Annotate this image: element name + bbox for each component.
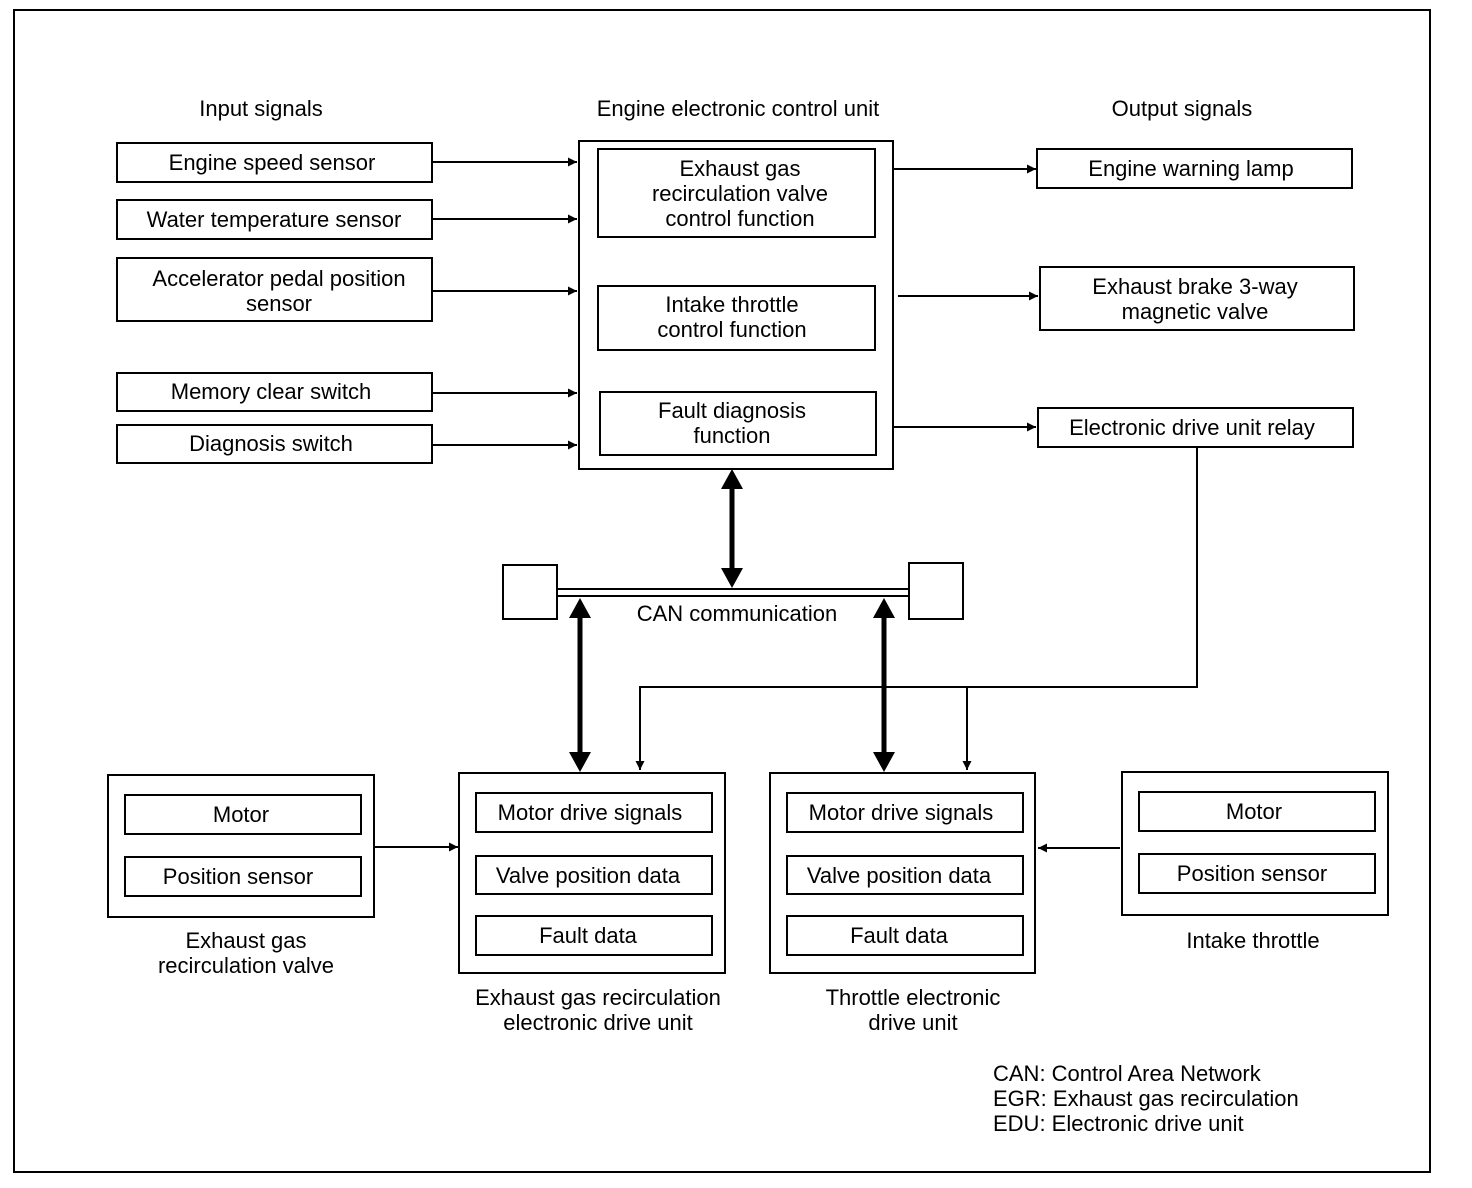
input-accelerator-pedal-sensor: Accelerator pedal position sensor [116, 257, 433, 322]
svg-text:Valve position data: Valve position data [496, 863, 681, 888]
egr-edu: Motor drive signals Valve position data … [458, 772, 726, 1035]
throttle-edu: Motor drive signals Valve position data … [769, 772, 1036, 1035]
egr-valve: Motor Position sensor Exhaust gas recirc… [107, 774, 375, 978]
svg-text:sensor: sensor [246, 291, 312, 316]
input-water-temperature-sensor: Water temperature sensor [116, 199, 433, 240]
svg-text:Intake throttle: Intake throttle [1186, 928, 1319, 953]
output-arrows [893, 164, 1038, 432]
svg-text:Exhaust gas recirculation: Exhaust gas recirculation [475, 985, 721, 1010]
svg-text:Electronic drive unit relay: Electronic drive unit relay [1069, 415, 1315, 440]
ecu-box: Exhaust gas recirculation valve control … [578, 140, 894, 470]
output-exhaust-brake-valve: Exhaust brake 3-way magnetic valve [1039, 266, 1355, 331]
intake-throttle: Motor Position sensor Intake throttle [1121, 771, 1389, 953]
svg-text:Accelerator pedal position: Accelerator pedal position [152, 266, 405, 291]
svg-text:function: function [693, 423, 770, 448]
ecu-heading: Engine electronic control unit [597, 96, 880, 121]
svg-text:Engine warning lamp: Engine warning lamp [1088, 156, 1293, 181]
svg-text:Motor: Motor [213, 802, 269, 827]
svg-text:Fault diagnosis: Fault diagnosis [658, 398, 806, 423]
svg-text:electronic drive unit: electronic drive unit [503, 1010, 693, 1035]
can-bus: CAN communication [502, 469, 964, 772]
input-diagnosis-switch: Diagnosis switch [116, 424, 433, 464]
svg-text:Diagnosis switch: Diagnosis switch [189, 431, 353, 456]
svg-text:drive unit: drive unit [868, 1010, 957, 1035]
svg-text:Throttle electronic: Throttle electronic [826, 985, 1001, 1010]
svg-text:magnetic valve: magnetic valve [1122, 299, 1269, 324]
svg-text:Exhaust gas: Exhaust gas [185, 928, 306, 953]
input-arrows [432, 157, 577, 450]
svg-text:control function: control function [665, 206, 814, 231]
svg-text:Engine speed sensor: Engine speed sensor [169, 150, 376, 175]
abbreviation-legend: CAN: Control Area Network EGR: Exhaust g… [993, 1061, 1299, 1136]
output-signals-heading: Output signals [1112, 96, 1253, 121]
svg-text:Fault data: Fault data [539, 923, 638, 948]
svg-text:Motor drive signals: Motor drive signals [809, 800, 994, 825]
input-memory-clear-switch: Memory clear switch [116, 372, 433, 412]
svg-text:Position sensor: Position sensor [1177, 861, 1327, 886]
svg-text:EGR: Exhaust gas recirculation: EGR: Exhaust gas recirculation [993, 1086, 1299, 1111]
can-label: CAN communication [637, 601, 838, 626]
intake-throttle-control-function: Intake throttle control function [597, 285, 876, 351]
input-engine-speed-sensor: Engine speed sensor [116, 142, 433, 183]
svg-text:CAN: Control Area Network: CAN: Control Area Network [993, 1061, 1262, 1086]
svg-text:control function: control function [657, 317, 806, 342]
input-signals-heading: Input signals [199, 96, 323, 121]
egr-valve-control-function: Exhaust gas recirculation valve control … [597, 148, 876, 238]
output-engine-warning-lamp: Engine warning lamp [1036, 148, 1353, 189]
svg-text:recirculation valve: recirculation valve [158, 953, 334, 978]
svg-text:Motor drive signals: Motor drive signals [498, 800, 683, 825]
svg-text:Valve position data: Valve position data [807, 863, 992, 888]
svg-text:Exhaust gas: Exhaust gas [679, 156, 800, 181]
svg-text:Exhaust brake 3-way: Exhaust brake 3-way [1092, 274, 1297, 299]
svg-text:Position sensor: Position sensor [163, 864, 313, 889]
svg-text:Water temperature sensor: Water temperature sensor [147, 207, 402, 232]
svg-text:EDU: Electronic drive unit: EDU: Electronic drive unit [993, 1111, 1244, 1136]
svg-text:recirculation valve: recirculation valve [652, 181, 828, 206]
svg-text:Fault data: Fault data [850, 923, 949, 948]
output-edu-relay: Electronic drive unit relay [1037, 407, 1354, 448]
svg-text:Memory clear switch: Memory clear switch [171, 379, 371, 404]
svg-text:Motor: Motor [1226, 799, 1282, 824]
relay-power-lines [635, 447, 1198, 770]
fault-diagnosis-function: Fault diagnosis function [599, 391, 877, 456]
svg-text:Intake throttle: Intake throttle [665, 292, 798, 317]
outer-frame [13, 9, 1431, 1173]
